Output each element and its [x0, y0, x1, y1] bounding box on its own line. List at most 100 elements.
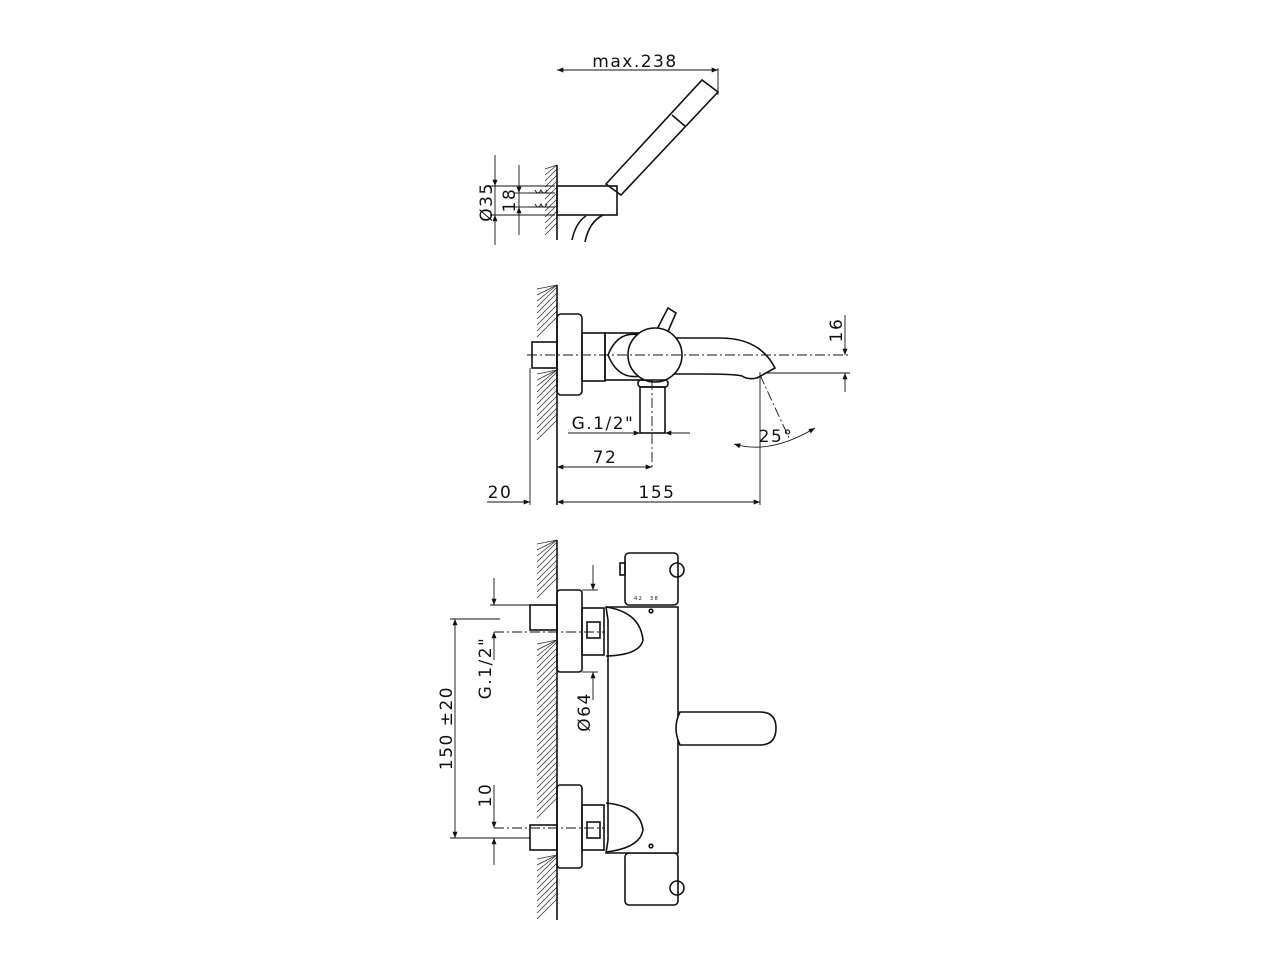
dim-inlet-thread: G.1/2" — [476, 637, 496, 700]
hatch-line — [536, 577, 558, 599]
dim-16: 16 — [827, 318, 847, 343]
hatch-line — [536, 639, 558, 657]
dim-72: 72 — [593, 448, 618, 468]
flange-top — [556, 589, 583, 673]
hatch-line — [536, 874, 558, 896]
hatch-line — [536, 743, 558, 765]
hatch-line — [544, 164, 558, 176]
hatch-line — [536, 292, 558, 314]
dim-spacing-18: 18 — [500, 188, 520, 213]
hatch-line — [536, 284, 558, 290]
wall-flange — [556, 313, 583, 396]
hatch-line — [536, 892, 558, 914]
dim-angle-25: 25° — [759, 427, 794, 447]
hatch-line — [536, 713, 558, 735]
hatch-line — [536, 284, 558, 302]
hatch-line — [536, 547, 558, 569]
hatch-line — [536, 316, 558, 338]
hatch-line — [536, 369, 558, 375]
hatch-line — [536, 737, 558, 759]
hatch-line — [536, 898, 558, 920]
hatch-line — [536, 304, 558, 326]
hatch-line — [544, 210, 558, 224]
hatch-line — [536, 369, 558, 387]
hatch-line — [536, 565, 558, 587]
scale-mark: 38 — [650, 596, 659, 602]
hatch-line — [536, 401, 558, 423]
hatch-line — [536, 377, 558, 399]
inlet-pipe-bottom — [529, 824, 558, 851]
hatch-line — [536, 671, 558, 693]
hatch-line — [536, 773, 558, 795]
hatch-line — [536, 639, 558, 651]
hatch-line — [536, 677, 558, 699]
top-view-hand-shower-holder: max.238 Ø35 18 — [477, 52, 720, 245]
hatch-line — [536, 647, 558, 669]
hatch-line — [536, 539, 558, 551]
wall-screws — [528, 192, 555, 208]
hatch-line — [536, 749, 558, 771]
hatch-line — [536, 541, 558, 563]
hatch-line — [544, 198, 558, 212]
hatch-line — [536, 854, 558, 872]
hatch-line — [536, 797, 558, 819]
hatch-line — [544, 164, 558, 170]
holder-bracket — [556, 185, 618, 216]
hand-shower — [604, 78, 720, 197]
hatch-line — [536, 419, 558, 441]
flange-bottom — [556, 784, 583, 869]
hatch-line — [536, 413, 558, 435]
hatch-line — [536, 767, 558, 789]
hatch-line — [536, 286, 558, 308]
bath-outlet — [639, 386, 666, 434]
side-view-mixer: 16 G.1/2" 72 155 20 25° — [487, 285, 850, 505]
dim-10: 10 — [476, 783, 496, 808]
hatch-line — [544, 222, 558, 236]
hatch-line — [536, 407, 558, 429]
hatch-line — [536, 395, 558, 417]
hatch-line — [536, 683, 558, 705]
hatch-line — [544, 180, 558, 194]
dim-20: 20 — [488, 483, 513, 503]
hatch-line — [536, 868, 558, 890]
hatch-line — [536, 665, 558, 687]
hatch-line — [544, 174, 558, 188]
dim-diameter-35: Ø35 — [477, 182, 497, 222]
hatch-line — [536, 641, 558, 663]
mixer-body — [605, 606, 679, 854]
dim-155: 155 — [639, 483, 676, 503]
hatch-line — [536, 856, 558, 878]
temperature-handle — [624, 552, 679, 606]
hatch-line — [536, 389, 558, 411]
hatch-line — [536, 761, 558, 783]
hatch-line — [544, 216, 558, 230]
hatch-line — [536, 707, 558, 729]
hatch-line — [536, 284, 558, 296]
hatch-line — [536, 689, 558, 711]
scale-mark: 42 — [634, 596, 643, 602]
flow-handle — [624, 852, 679, 906]
hatch-line — [536, 553, 558, 575]
hatch-line — [536, 653, 558, 675]
hatch-line — [536, 310, 558, 332]
inlet-pipe-top — [529, 604, 558, 631]
hatch-line — [536, 571, 558, 593]
hatch-line — [536, 862, 558, 884]
hatch-line — [536, 539, 558, 557]
hatch-line — [536, 559, 558, 581]
hatch-line — [536, 725, 558, 747]
hatch-line — [536, 695, 558, 717]
hatch-line — [536, 659, 558, 681]
hatch-line — [536, 719, 558, 741]
hatch-line — [536, 371, 558, 393]
wall-hatching — [536, 164, 558, 920]
hatch-line — [536, 298, 558, 320]
hose — [571, 214, 604, 243]
hatch-line — [536, 731, 558, 753]
hatch-line — [536, 854, 558, 860]
hatch-line — [536, 880, 558, 902]
dim-max-238: max.238 — [592, 52, 677, 72]
hatch-line — [536, 785, 558, 807]
front-view-thermostatic-mixer: 42 38 150 ±20 G.1/2" 10 Ø64 — [437, 540, 777, 920]
